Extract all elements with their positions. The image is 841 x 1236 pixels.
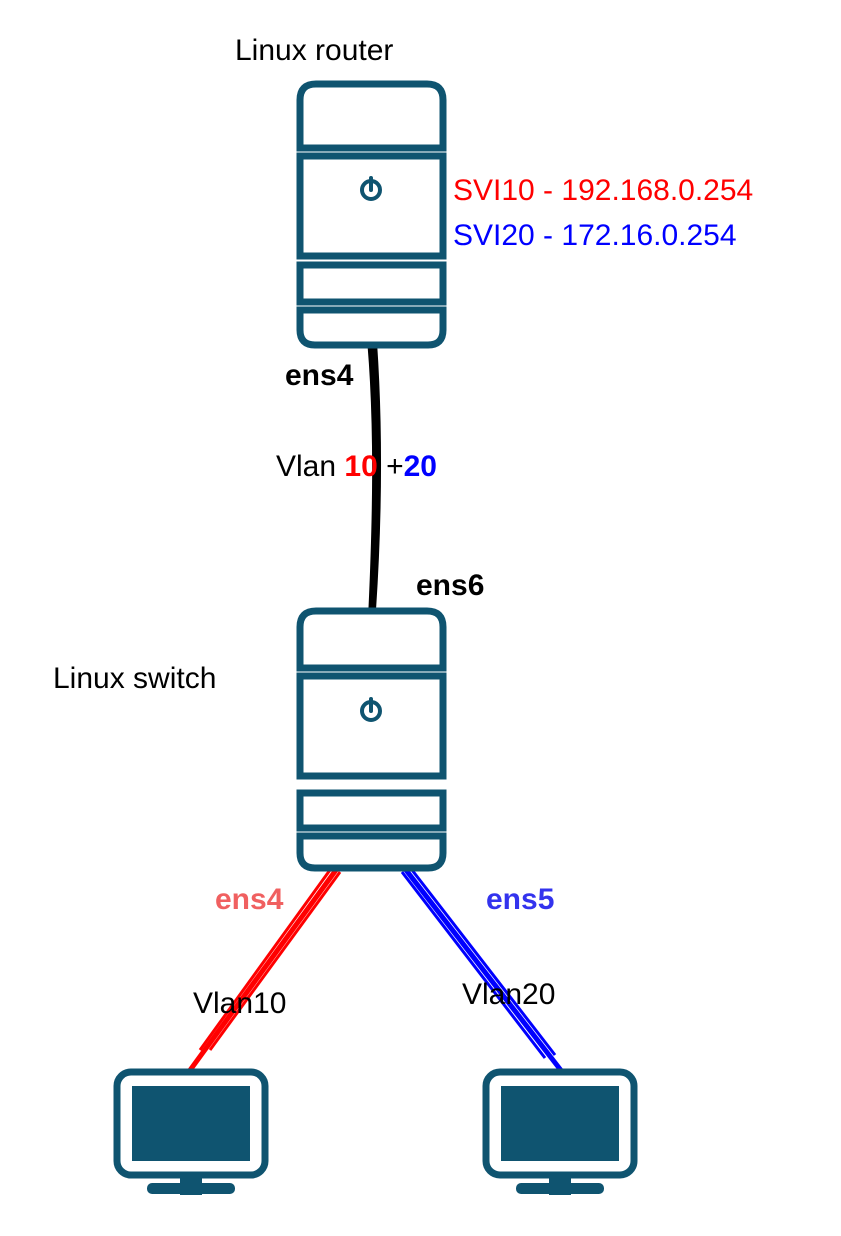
switch-port-left-label: ens4 [215,883,284,916]
switch-title: Linux switch [53,662,216,695]
svi10-label: SVI10 - 192.168.0.254 [453,174,753,207]
router-port-label: ens4 [285,359,354,392]
vlan10-link [185,868,342,1075]
router-title: Linux router [235,34,393,67]
vlan20-link [400,868,565,1075]
vlan20-link-label: Vlan20 [462,978,555,1011]
switch-port-right-label: ens5 [486,883,554,916]
svi20-label: SVI20 - 172.16.0.254 [453,219,737,252]
trunk-link [367,341,382,611]
host-right-monitor-icon [482,1068,638,1195]
power-icon [360,176,382,201]
router-device [296,80,447,349]
power-icon [360,697,382,722]
switch-uplink-port-label: ens6 [416,569,484,602]
trunk-vlan-label: Vlan 10 +20 [276,450,437,483]
vlan10-link-label: Vlan10 [193,987,286,1020]
host-left-monitor-icon [113,1068,269,1195]
switch-device [296,607,447,872]
